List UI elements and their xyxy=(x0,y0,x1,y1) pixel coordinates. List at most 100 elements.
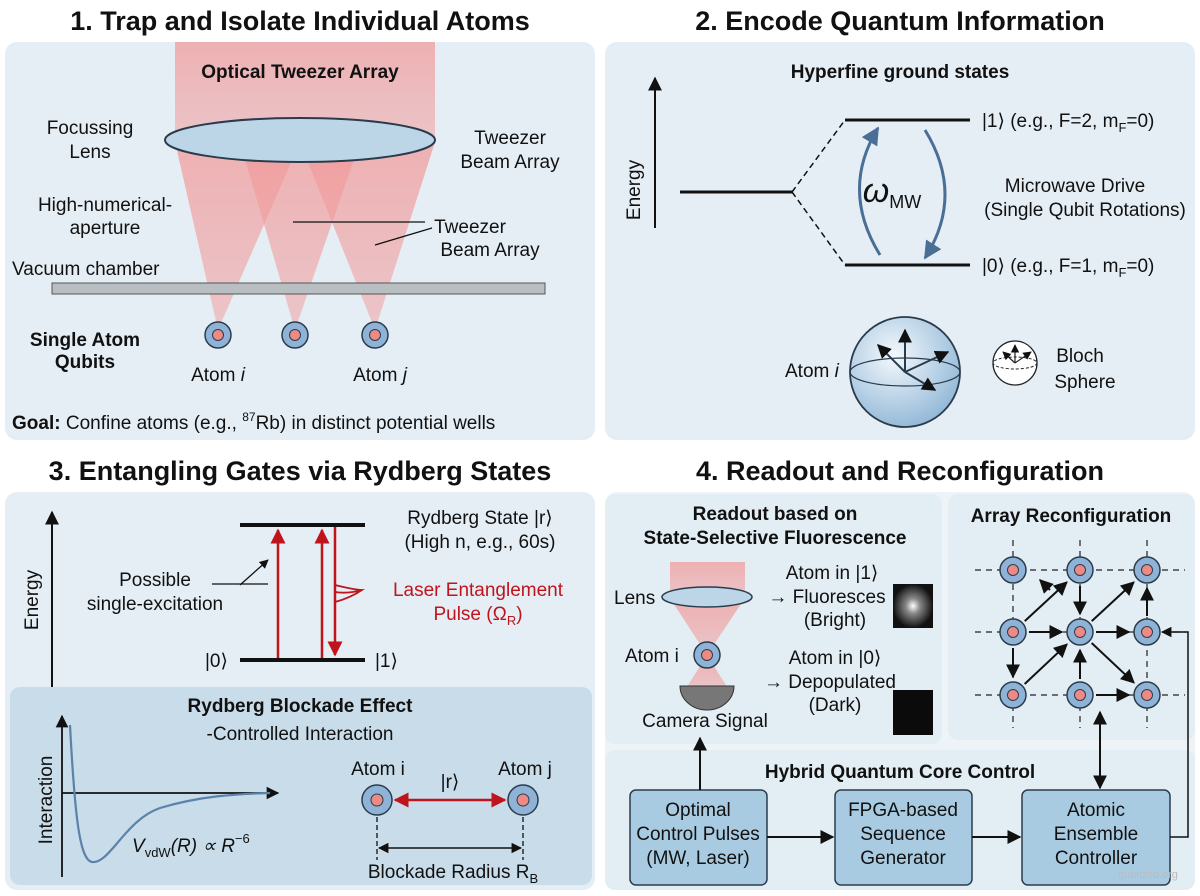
ket-r-label: |r⟩ xyxy=(441,772,460,793)
label-atom-i: Atom i xyxy=(191,365,246,386)
svg-text:Controller: Controller xyxy=(1055,848,1138,869)
svg-text:Optimal: Optimal xyxy=(665,800,730,821)
control-block-optimal-pulses: Optimal Control Pulses (MW, Laser) xyxy=(629,789,768,886)
svg-text:Sequence: Sequence xyxy=(860,824,946,845)
panel-title: 3. Entangling Gates via Rydberg States xyxy=(49,456,552,486)
atom-core xyxy=(1141,689,1153,701)
readout-title-1: Readout based on xyxy=(693,504,858,525)
atom-grid xyxy=(975,540,1185,728)
control-block-ensemble-controller: Atomic Ensemble Controller xyxy=(1021,789,1171,886)
bloch-label: Bloch xyxy=(1056,346,1104,367)
label-atom-j: Atom j xyxy=(353,365,408,386)
label-lens: Lens xyxy=(69,142,110,163)
vdw-formula: VvdW(R) ∝ R−6 xyxy=(132,831,250,860)
array-reconfiguration-box: Array Reconfiguration xyxy=(948,494,1195,740)
interaction-axis-label: Interaction xyxy=(36,756,57,845)
bright-camera-image xyxy=(893,584,933,628)
label-beam-array: Beam Array xyxy=(460,152,560,173)
readout-box: Readout based on State-Selective Fluores… xyxy=(605,494,942,744)
rydberg-n-label: (High n, e.g., 60s) xyxy=(404,532,555,553)
label-focussing: Focussing xyxy=(47,118,134,139)
label-beam-array-mid: Beam Array xyxy=(440,240,540,261)
rydberg-blockade-box: Rydberg Blockade Effect -Controlled Inte… xyxy=(10,687,592,886)
control-title: Hybrid Quantum Core Control xyxy=(765,762,1035,783)
atom-in-0-label: Atom in |0⟩ xyxy=(789,648,882,669)
readout-lens xyxy=(661,586,753,608)
label-hna: High-numerical- xyxy=(38,195,172,216)
atom-row xyxy=(204,321,389,349)
svg-text:FPGA-based: FPGA-based xyxy=(848,800,958,821)
array-title: Array Reconfiguration xyxy=(971,506,1172,527)
panel-title: 2. Encode Quantum Information xyxy=(695,6,1105,36)
label-vacuum-chamber: Vacuum chamber xyxy=(12,259,160,280)
ket-0-label: |0⟩ xyxy=(205,651,228,672)
ket-1-label: |1⟩ xyxy=(375,651,398,672)
panel-background xyxy=(605,42,1195,440)
dark-label: (Dark) xyxy=(809,695,862,716)
panel-subtitle: Hyperfine ground states xyxy=(791,62,1010,83)
energy-levels xyxy=(680,118,970,267)
atom-core xyxy=(1141,626,1153,638)
atom-core xyxy=(1007,626,1019,638)
blockade-title: Rydberg Blockade Effect xyxy=(188,696,414,717)
readout-title-2: State-Selective Fluorescence xyxy=(644,528,907,549)
microwave-drive-label: Microwave Drive xyxy=(1005,176,1145,197)
focussing-lens xyxy=(164,117,436,163)
atom-in-1-label: Atom in |1⟩ xyxy=(786,563,879,584)
atom-j-label: Atom j xyxy=(498,759,552,780)
bright-label: (Bright) xyxy=(804,610,866,631)
blockade-subtitle: -Controlled Interaction xyxy=(207,724,394,745)
dark-camera-image xyxy=(893,690,933,735)
microwave-arrow-up xyxy=(858,126,882,256)
sphere-label: Sphere xyxy=(1054,372,1115,393)
single-qubit-rotations-label: (Single Qubit Rotations) xyxy=(984,200,1186,221)
laser-transitions xyxy=(270,527,365,658)
single-excitation-label: single-excitation xyxy=(87,594,223,615)
control-box: Hybrid Quantum Core Control Optimal Cont… xyxy=(605,626,1195,890)
panel-encode-information: 2. Encode Quantum Information Hyperfine … xyxy=(605,6,1195,440)
single-excitation-arrows xyxy=(212,560,268,586)
energy-axis-label: Energy xyxy=(624,159,645,220)
panel-title: 1. Trap and Isolate Individual Atoms xyxy=(70,6,530,36)
move-arrow xyxy=(1024,581,1068,622)
control-flow-arrows xyxy=(693,626,1189,844)
atom-core xyxy=(1007,689,1019,701)
fluoresces-label: → Fluoresces xyxy=(768,587,885,608)
vdw-potential-curve xyxy=(68,724,271,864)
svg-text:(MW, Laser): (MW, Laser) xyxy=(646,848,749,869)
panel-entangling-gates: 3. Entangling Gates via Rydberg States E… xyxy=(5,456,595,890)
label-tweezer-mid: Tweezer xyxy=(434,217,506,238)
atom-core xyxy=(1074,564,1086,576)
atom-core xyxy=(1141,564,1153,576)
atom-i-label: Atom i xyxy=(785,361,840,382)
label-tweezer: Tweezer xyxy=(474,128,546,149)
state-1-label: |1⟩ (e.g., F=2, mF=0) xyxy=(982,111,1154,135)
atom-core xyxy=(1074,689,1086,701)
omega-mw-label: ωMW xyxy=(863,172,921,212)
svg-text:Ensemble: Ensemble xyxy=(1054,824,1139,845)
panel-trap-atoms: 1. Trap and Isolate Individual Atoms Opt… xyxy=(5,6,595,440)
label-single-atom: Single Atom xyxy=(30,330,140,351)
svg-text:Control Pulses: Control Pulses xyxy=(636,824,760,845)
camera-signal-label: Camera Signal xyxy=(642,711,768,732)
move-arrow xyxy=(1090,642,1135,684)
label-qubits: Qubits xyxy=(55,352,115,373)
radius-guides xyxy=(376,817,524,860)
goal-text: Goal: Confine atoms (e.g., 87Rb) in dist… xyxy=(12,410,495,434)
leader-lines xyxy=(293,221,433,246)
camera-detector xyxy=(679,685,735,711)
watermark: qubitzso.org xyxy=(1118,869,1178,881)
panel-readout-reconfiguration: 4. Readout and Reconfiguration Readout b… xyxy=(605,456,1195,890)
vacuum-chamber-plate xyxy=(51,282,546,295)
laser-pulse-label: Pulse (ΩR) xyxy=(433,604,522,628)
laser-entanglement-label: Laser Entanglement xyxy=(393,580,564,601)
atom-core xyxy=(1007,564,1019,576)
state-0-label: |0⟩ (e.g., F=1, mF=0) xyxy=(982,256,1154,280)
move-arrow xyxy=(1023,643,1068,685)
move-arrow xyxy=(1091,581,1135,622)
depopulated-label: → Depopulated xyxy=(764,672,896,693)
microwave-arrow-down xyxy=(923,129,947,260)
atom-i-label: Atom i xyxy=(351,759,405,780)
svg-text:Atomic: Atomic xyxy=(1067,800,1125,821)
